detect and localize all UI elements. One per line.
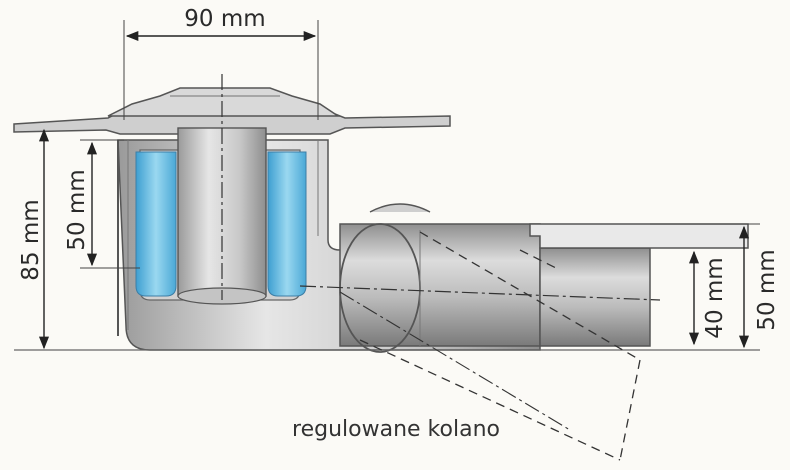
drain-grate <box>107 87 341 117</box>
dim-water-seal: 50 mm <box>64 169 90 250</box>
caption-adjustable-elbow: regulowane kolano <box>292 417 500 442</box>
adjusted-elbow-outline <box>359 231 641 461</box>
outlet-collar <box>529 223 749 249</box>
dim-top-width: 90 mm <box>184 6 265 32</box>
dim-total-height: 85 mm <box>18 199 44 280</box>
dim-outlet-inner: 40 mm <box>702 257 728 338</box>
outlet-elbow <box>339 223 541 347</box>
water-seal-left <box>135 151 177 297</box>
outlet-spigot <box>539 247 651 347</box>
water-seal-right <box>267 151 307 297</box>
dim-outlet-outer: 50 mm <box>754 249 780 330</box>
